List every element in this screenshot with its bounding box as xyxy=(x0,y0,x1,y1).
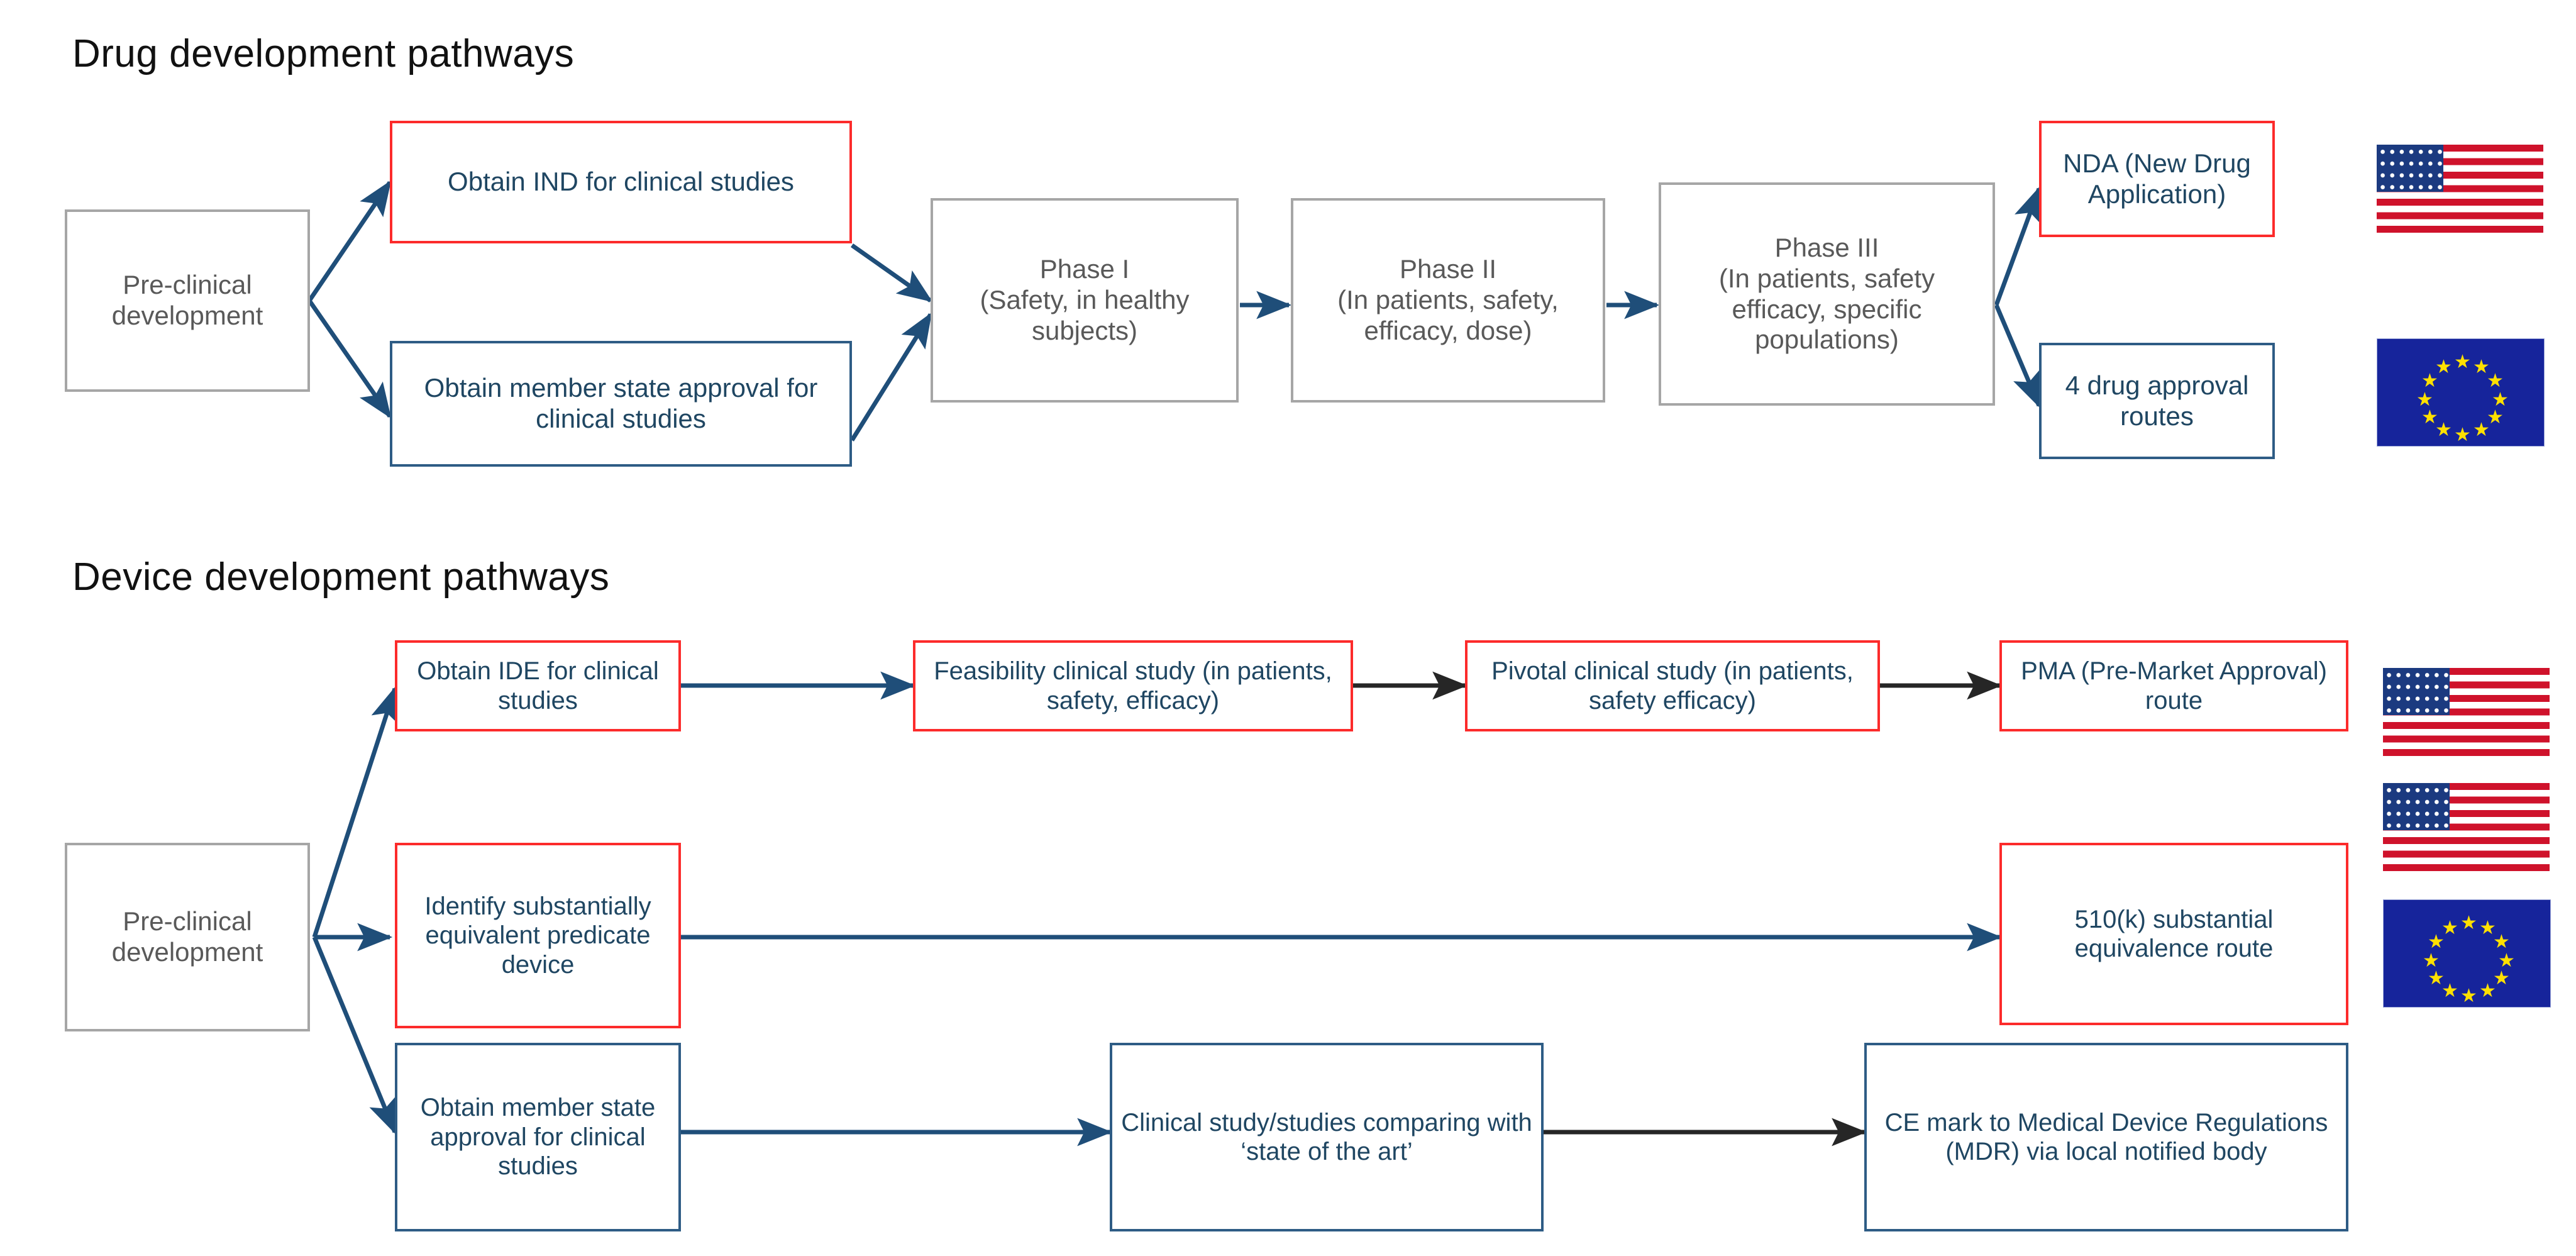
node-label: Phase I (Safety, in healthy subjects) xyxy=(980,254,1190,345)
node-drug-ind[interactable]: Obtain IND for clinical studies xyxy=(390,121,852,243)
us-flag-canton xyxy=(2383,668,2450,716)
eu-star: ★ xyxy=(2428,931,2445,952)
node-device-predicate[interactable]: Identify substantially equivalent predic… xyxy=(395,843,681,1028)
node-device-clinical-study[interactable]: Clinical study/studies comparing with ‘s… xyxy=(1110,1043,1544,1231)
page-title-device: Device development pathways xyxy=(72,555,610,599)
node-drug-nda[interactable]: NDA (New Drug Application) xyxy=(2039,121,2275,237)
eu-star: ★ xyxy=(2473,420,2490,440)
node-label: Feasibility clinical study (in patients,… xyxy=(934,657,1332,714)
us-flag-canton xyxy=(2383,783,2450,831)
eu-star: ★ xyxy=(2421,407,2438,428)
eu-star: ★ xyxy=(2487,370,2504,391)
node-label: Clinical study/studies comparing with ‘s… xyxy=(1121,1108,1532,1165)
node-label: NDA (New Drug Application) xyxy=(2063,148,2251,209)
node-device-ce-mark[interactable]: CE mark to Medical Device Regulations (M… xyxy=(1864,1043,2348,1231)
node-device-pma-route[interactable]: PMA (Pre-Market Approval) route xyxy=(1999,640,2348,731)
eu-star: ★ xyxy=(2454,352,2471,372)
us-flag-icon xyxy=(2383,668,2550,756)
eu-star: ★ xyxy=(2479,918,2496,938)
node-label: Obtain member state approval for clinica… xyxy=(420,1094,656,1181)
node-label: 510(k) substantial equivalence route xyxy=(2074,905,2274,962)
node-device-510k-route[interactable]: 510(k) substantial equivalence route xyxy=(1999,843,2348,1025)
eu-star: ★ xyxy=(2473,357,2490,377)
node-drug-phase-1[interactable]: Phase I (Safety, in healthy subjects) xyxy=(931,198,1239,403)
us-flag-stars xyxy=(2383,783,2450,831)
node-label: CE mark to Medical Device Regulations (M… xyxy=(1884,1108,2328,1165)
eu-star: ★ xyxy=(2493,931,2510,952)
node-label: Pre-clinical development xyxy=(111,270,263,330)
node-drug-phase-3[interactable]: Phase III (In patients, safety efficacy,… xyxy=(1659,182,1995,406)
eu-star: ★ xyxy=(2416,389,2433,410)
node-label: Pre-clinical development xyxy=(111,906,263,967)
node-label: Phase III (In patients, safety efficacy,… xyxy=(1718,233,1935,355)
node-label: Pivotal clinical study (in patients, saf… xyxy=(1491,657,1854,714)
eu-star: ★ xyxy=(2423,950,2440,971)
eu-star: ★ xyxy=(2487,407,2504,428)
eu-flag-icon: ★ ★ ★ ★ ★ ★ ★ ★ ★ ★ ★ ★ xyxy=(2377,338,2545,447)
page-title-drug: Drug development pathways xyxy=(72,32,575,75)
node-device-feasibility-study[interactable]: Feasibility clinical study (in patients,… xyxy=(913,640,1353,731)
us-flag-icon xyxy=(2377,145,2543,233)
node-drug-member-state-approval[interactable]: Obtain member state approval for clinica… xyxy=(390,341,852,467)
eu-star: ★ xyxy=(2441,981,2458,1001)
node-label: Identify substantially equivalent predic… xyxy=(424,892,651,979)
eu-star: ★ xyxy=(2493,968,2510,989)
eu-star: ★ xyxy=(2441,918,2458,938)
eu-star: ★ xyxy=(2421,370,2438,391)
eu-star: ★ xyxy=(2492,389,2509,410)
eu-star: ★ xyxy=(2435,357,2452,377)
node-drug-phase-2[interactable]: Phase II (In patients, safety, efficacy,… xyxy=(1291,198,1605,403)
eu-star: ★ xyxy=(2479,981,2496,1001)
node-device-preclinical[interactable]: Pre-clinical development xyxy=(65,843,310,1031)
eu-flag-icon: ★ ★ ★ ★ ★ ★ ★ ★ ★ ★ ★ ★ xyxy=(2383,899,2551,1008)
node-drug-eu-approval-routes[interactable]: 4 drug approval routes xyxy=(2039,343,2275,459)
node-label: 4 drug approval routes xyxy=(2065,370,2249,431)
us-flag-icon xyxy=(2383,783,2550,871)
node-label: Obtain IDE for clinical studies xyxy=(417,657,659,714)
eu-star: ★ xyxy=(2498,950,2515,971)
us-flag-stars xyxy=(2377,145,2443,192)
node-label: Obtain member state approval for clinica… xyxy=(424,373,818,433)
us-flag-stars xyxy=(2383,668,2450,716)
us-flag-canton xyxy=(2377,145,2443,192)
node-device-pivotal-study[interactable]: Pivotal clinical study (in patients, saf… xyxy=(1465,640,1880,731)
eu-star: ★ xyxy=(2460,913,2477,933)
eu-star: ★ xyxy=(2428,968,2445,989)
eu-star: ★ xyxy=(2435,420,2452,440)
node-drug-preclinical[interactable]: Pre-clinical development xyxy=(65,209,310,392)
eu-star: ★ xyxy=(2460,986,2477,1006)
node-label: Obtain IND for clinical studies xyxy=(448,167,794,197)
node-device-member-state-approval[interactable]: Obtain member state approval for clinica… xyxy=(395,1043,681,1231)
node-label: Phase II (In patients, safety, efficacy,… xyxy=(1337,254,1559,345)
eu-star: ★ xyxy=(2454,425,2471,445)
node-label: PMA (Pre-Market Approval) route xyxy=(2021,657,2327,714)
node-device-ide[interactable]: Obtain IDE for clinical studies xyxy=(395,640,681,731)
